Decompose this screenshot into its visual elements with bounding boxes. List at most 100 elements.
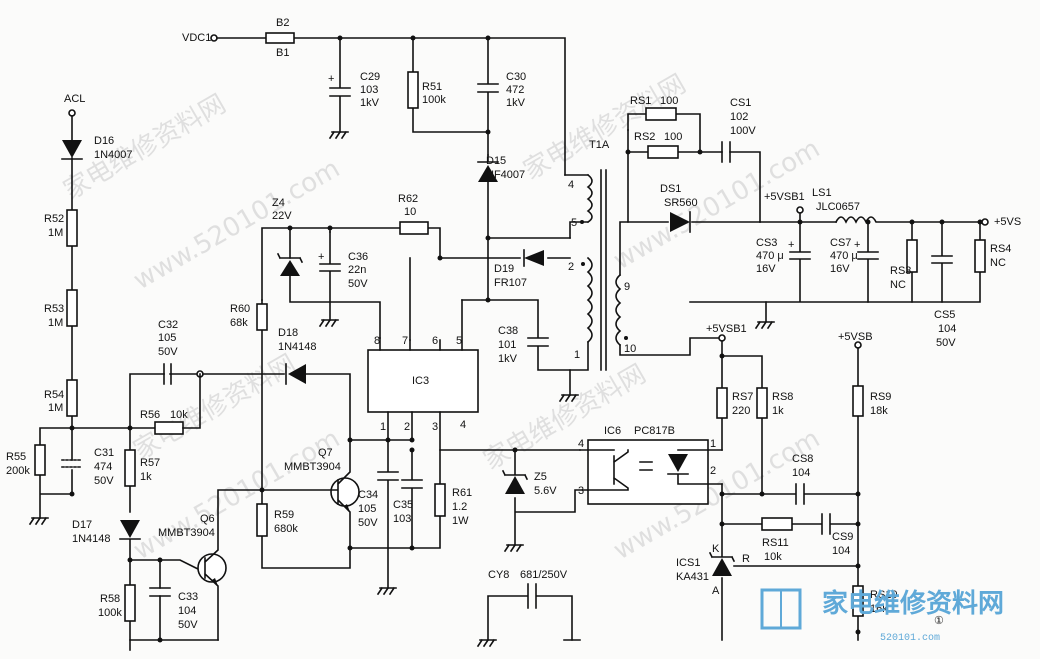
c32-label: C32 105 50V xyxy=(158,319,178,358)
svg-text:3: 3 xyxy=(432,421,438,433)
r51-label: R51 100k xyxy=(422,81,446,106)
svg-text:C36: C36 xyxy=(348,251,368,263)
c35-label: C35 103 xyxy=(393,499,413,525)
q7-section: R60 68k R59 680k Q7 MMBT3904 xyxy=(230,299,360,569)
svg-text:8: 8 xyxy=(374,335,380,347)
svg-text:Q6: Q6 xyxy=(200,513,215,525)
rs7-label: RS7 220 xyxy=(732,391,753,417)
svg-text:16k: 16k xyxy=(870,603,888,615)
cs9-label: CS9 104 xyxy=(832,531,853,557)
r55-label: R55 200k xyxy=(6,451,30,477)
svg-text:1k: 1k xyxy=(772,405,784,417)
svg-text:+: + xyxy=(788,239,794,251)
svg-text:JLC0657: JLC0657 xyxy=(816,201,860,213)
svg-text:CS9: CS9 xyxy=(832,531,853,543)
svg-text:220: 220 xyxy=(732,405,750,417)
c38-label: C38 101 1kV xyxy=(498,325,518,365)
svg-text:681/250V: 681/250V xyxy=(520,569,568,581)
svg-text:22V: 22V xyxy=(272,210,292,222)
watermark-text: 家电维修资料网 xyxy=(59,89,232,206)
svg-text:R60: R60 xyxy=(230,303,250,315)
cs3-label: CS3 470 μ 16V xyxy=(756,237,784,275)
svg-text:RS9: RS9 xyxy=(870,391,891,403)
svg-text:1kV: 1kV xyxy=(360,97,380,109)
svg-text:C35: C35 xyxy=(393,499,413,511)
svg-text:50V: 50V xyxy=(936,337,956,349)
svg-text:680k: 680k xyxy=(274,523,298,535)
svg-text:CS1: CS1 xyxy=(730,97,751,109)
svg-text:100: 100 xyxy=(664,131,682,143)
rs4-label: RS4 NC xyxy=(990,243,1011,269)
svg-text:A: A xyxy=(712,585,720,597)
cs7-label: CS7 470 μ 16V xyxy=(830,237,858,275)
q7-label: Q7 MMBT3904 xyxy=(284,447,341,473)
figure-number: ① xyxy=(934,615,944,627)
svg-text:7: 7 xyxy=(402,335,408,347)
r62-label: R62 10 xyxy=(398,193,418,218)
svg-text:R61: R61 xyxy=(452,487,472,499)
svg-text:R58: R58 xyxy=(100,593,120,605)
svg-text:CY8: CY8 xyxy=(488,569,509,581)
svg-text:C38: C38 xyxy=(498,325,518,337)
svg-text:C30: C30 xyxy=(506,71,526,83)
svg-text:LS1: LS1 xyxy=(812,187,832,199)
r61-label: R61 1.2 1W xyxy=(452,487,472,527)
svg-text:RS11: RS11 xyxy=(762,537,789,549)
svg-text:105: 105 xyxy=(158,332,176,344)
svg-text:1M: 1M xyxy=(48,227,63,239)
svg-text:104: 104 xyxy=(792,467,810,479)
book-icon xyxy=(760,588,802,630)
svg-text:RS7: RS7 xyxy=(732,391,753,403)
svg-text:R: R xyxy=(742,553,750,565)
rs11-label: RS11 10k xyxy=(762,537,789,563)
svg-text:NC: NC xyxy=(990,257,1006,269)
svg-text:K: K xyxy=(712,543,720,555)
svg-text:CS3: CS3 xyxy=(756,237,777,249)
r53-label: R53 1M xyxy=(44,303,64,329)
regulator-section: +5VSB1 RS7 220 RS8 1k +5VSB RS9 18k CS8 … xyxy=(676,323,898,641)
svg-text:4: 4 xyxy=(578,438,584,450)
svg-text:CS7: CS7 xyxy=(830,237,851,249)
svg-text:100k: 100k xyxy=(422,94,446,106)
svg-text:104: 104 xyxy=(178,605,196,617)
r59-label: R59 680k xyxy=(274,509,298,535)
svg-text:5: 5 xyxy=(571,217,577,229)
svg-text:UF4007: UF4007 xyxy=(486,169,525,181)
ics1-label: ICS1 KA431 xyxy=(676,557,709,583)
svg-text:3: 3 xyxy=(578,485,584,497)
vsb1-label: +5VSB1 xyxy=(764,191,805,203)
d16-label: D16 1N4007 xyxy=(94,135,133,161)
svg-text:R52: R52 xyxy=(44,213,64,225)
d18-label: D18 1N4148 xyxy=(278,327,317,353)
svg-text:22n: 22n xyxy=(348,264,366,276)
svg-text:1N4007: 1N4007 xyxy=(94,149,133,161)
svg-text:68k: 68k xyxy=(230,317,248,329)
rs2-label: RS2 100 xyxy=(634,131,682,143)
svg-text:5: 5 xyxy=(456,335,462,347)
svg-text:+: + xyxy=(854,239,860,251)
svg-text:103: 103 xyxy=(393,513,411,525)
r60-label: R60 68k xyxy=(230,303,250,329)
svg-text:1: 1 xyxy=(380,421,386,433)
svg-text:MMBT3904: MMBT3904 xyxy=(158,527,215,539)
svg-text:9: 9 xyxy=(624,281,630,293)
r57-label: R57 1k xyxy=(140,457,160,483)
c34-label: C34 105 50V xyxy=(358,489,378,529)
svg-text:Z4: Z4 xyxy=(272,197,285,209)
q6-section: R57 1k D17 1N4148 Q6 MMBT3904 R58 100k C… xyxy=(72,427,263,651)
svg-text:R55: R55 xyxy=(6,451,26,463)
svg-text:10: 10 xyxy=(404,206,416,218)
svg-text:RS2: RS2 xyxy=(634,131,655,143)
svg-text:DS1: DS1 xyxy=(660,183,681,195)
svg-text:D18: D18 xyxy=(278,327,298,339)
svg-text:103: 103 xyxy=(360,84,378,96)
svg-text:4: 4 xyxy=(460,419,466,431)
svg-text:CS8: CS8 xyxy=(792,453,813,465)
svg-text:C34: C34 xyxy=(358,489,378,501)
ic6-label: IC6 PC817B xyxy=(604,425,675,437)
z4-label: Z4 22V xyxy=(272,197,292,222)
svg-text:CS5: CS5 xyxy=(934,309,955,321)
rs8-label: RS8 1k xyxy=(772,391,793,417)
svg-text:NC: NC xyxy=(890,279,906,291)
d15-label: D15 UF4007 xyxy=(486,155,525,181)
